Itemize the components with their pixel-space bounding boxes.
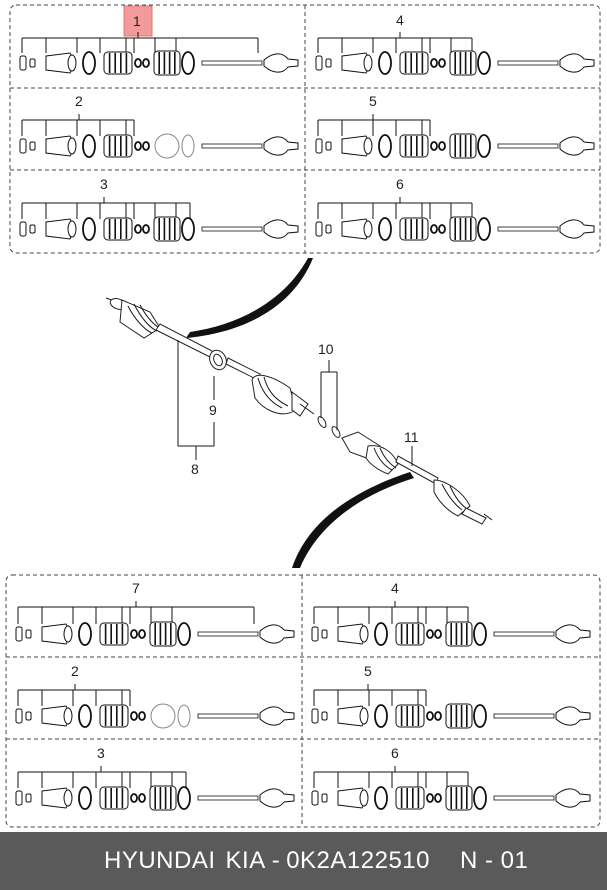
callout-label-6: 6 xyxy=(396,176,404,192)
callout-label-5: 5 xyxy=(369,93,377,109)
callout-label-4: 4 xyxy=(396,12,404,28)
callout-label-8: 8 xyxy=(191,461,199,477)
callout-label-10: 10 xyxy=(318,341,334,357)
callout-1-highlight xyxy=(123,5,153,37)
callout-label-11: 11 xyxy=(404,429,419,445)
callout-label-9: 9 xyxy=(209,402,217,418)
callout-label-7: 7 xyxy=(132,580,140,596)
callout-label-4: 4 xyxy=(391,580,399,596)
footer-model: KIA xyxy=(225,847,266,874)
footer-brand: HYUNDAI xyxy=(104,847,216,874)
bottom-kit-grid xyxy=(5,574,601,828)
footer-separator: - xyxy=(271,847,281,874)
callout-label-3: 3 xyxy=(100,176,108,192)
callout-label-2: 2 xyxy=(71,663,79,679)
footer-bar: HYUNDAI KIA - 0K2A122510 N - 01 xyxy=(0,832,607,890)
callout-label-1: 1 xyxy=(133,13,141,29)
callout-label-3: 3 xyxy=(97,745,105,761)
callout-label-6: 6 xyxy=(391,745,399,761)
callout-leaders-center xyxy=(177,340,413,466)
exploded-parts-diagram: 1 4 2 5 3 6 xyxy=(5,4,601,828)
footer-page-code: N - 01 xyxy=(460,847,529,874)
drive-shaft-assembly xyxy=(105,258,493,568)
kit-rows xyxy=(15,32,595,811)
footer-part-number: 0K2A122510 xyxy=(286,847,430,874)
callout-label-2: 2 xyxy=(75,93,83,109)
callout-label-5: 5 xyxy=(364,663,372,679)
top-kit-grid xyxy=(9,4,601,254)
